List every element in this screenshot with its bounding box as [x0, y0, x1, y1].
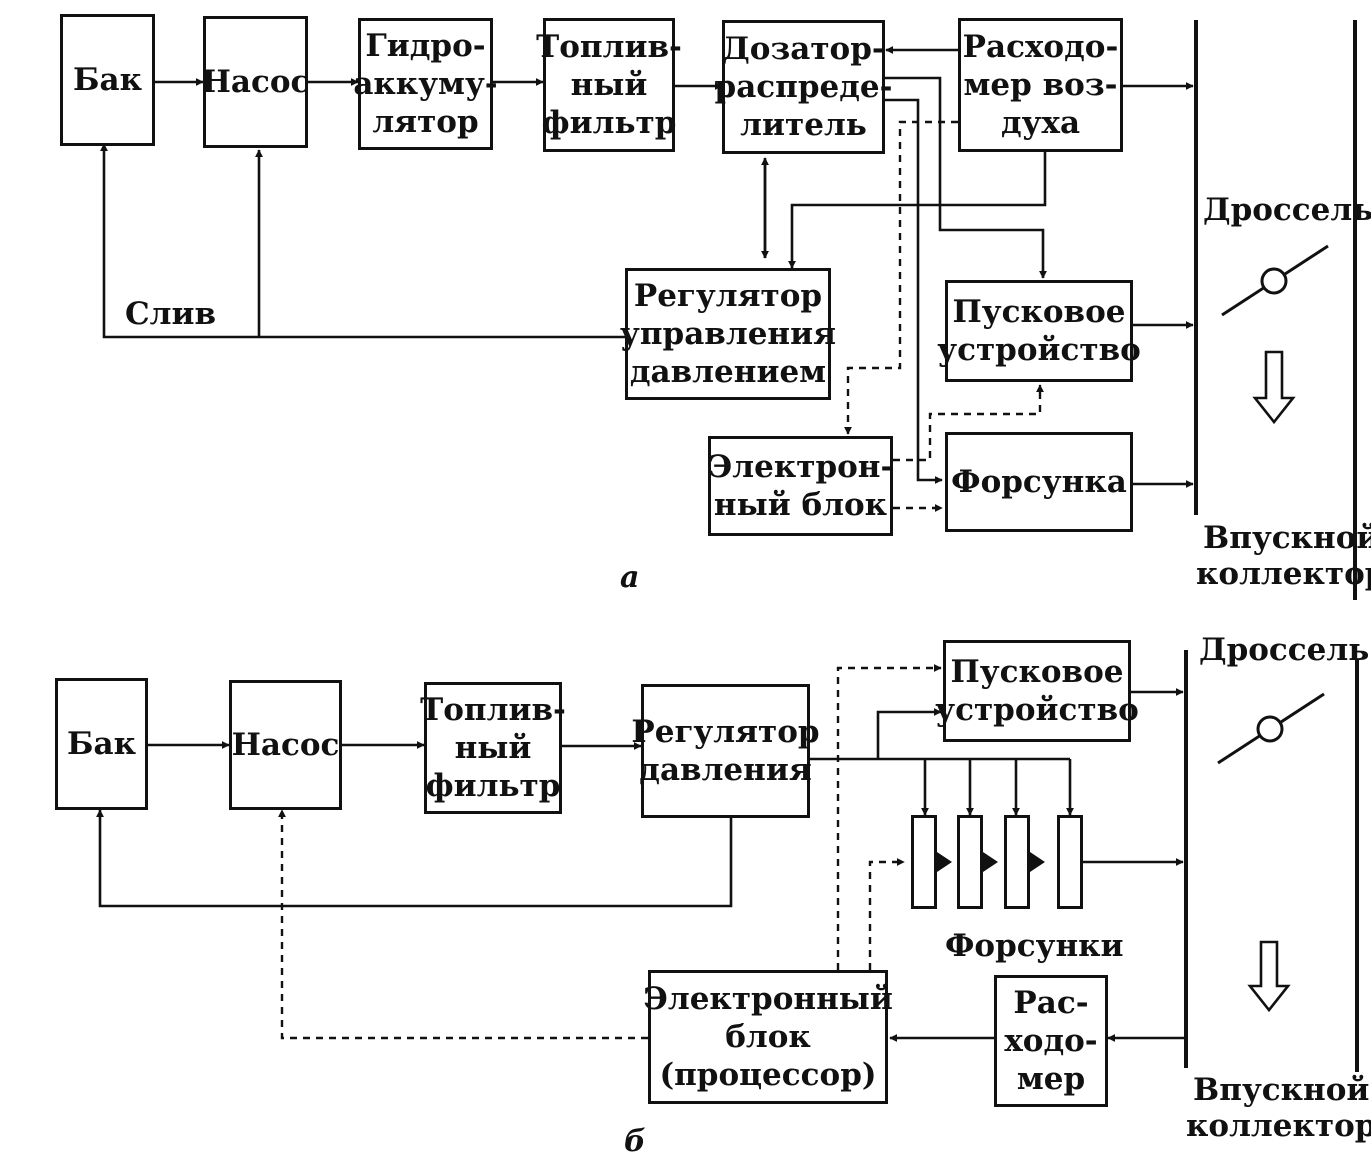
start-device-line-1-b: Пусковое — [950, 654, 1124, 690]
accumulator-line-3: лятор — [372, 104, 479, 140]
flow-meter-line-2: ходо- — [1004, 1023, 1098, 1059]
ecu-line-1-b: Электронный — [643, 981, 893, 1017]
fuel-filter-block-a: Топлив- ный фильтр — [536, 18, 682, 152]
injector-4-b — [1057, 815, 1083, 909]
injectors-label-b: Форсунки — [945, 928, 1124, 964]
start-device-line-2-a: устройство — [937, 332, 1141, 368]
air-flow-meter-block-a: Расходо- мер воз- духа — [958, 18, 1123, 152]
start-device-line-1-a: Пусковое — [952, 294, 1126, 330]
tank-block-a: Бак — [60, 14, 155, 146]
distributor-block-a: Дозатор- распреде- литель — [715, 20, 893, 154]
flow-direction-arrow-b — [1247, 940, 1291, 1013]
meter-to-ecu-signal-a — [844, 120, 958, 435]
throttle-label-b: Дроссель — [1199, 632, 1370, 668]
filter-line-1-b: Топлив- — [420, 692, 566, 728]
flow-meter-line-1: Рас- — [1013, 985, 1089, 1021]
fuel-filter-block-b: Топлив- ный фильтр — [420, 682, 566, 814]
regulator-line-1-a: Регулятор — [633, 278, 823, 314]
distributor-line-3: литель — [740, 107, 867, 143]
distributor-line-2: распреде- — [714, 69, 893, 105]
return-line-b — [96, 809, 733, 908]
accumulator-block-a: Гидро- аккуму- лятор — [353, 18, 498, 150]
ecu-block-a: Электрон- ный блок — [708, 436, 893, 536]
ecu-line-1-a: Электрон- — [707, 449, 894, 485]
intake-manifold-label-b: Впускной коллектор — [1186, 1072, 1371, 1144]
pump-block-b: Насос — [229, 680, 342, 810]
filter-line-1-a: Топлив- — [536, 29, 682, 65]
regulator-line-2-b: давления — [639, 752, 812, 788]
filter-line-3-b: фильтр — [425, 768, 561, 804]
ecu-to-start-signal-a — [893, 384, 1044, 462]
drain-label: Слив — [125, 296, 217, 332]
caption-b: б — [624, 1124, 646, 1159]
pump-label-b: Насос — [231, 727, 340, 763]
distributor-to-start-line-a — [885, 76, 1047, 279]
ecu-line-2-b: блок — [725, 1019, 811, 1055]
air-meter-line-3: духа — [1000, 105, 1081, 141]
accumulator-line-1: Гидро- — [365, 28, 486, 64]
filter-line-3-a: фильтр — [541, 105, 677, 141]
injector-block-a: Форсунка — [945, 432, 1133, 532]
drain-line-a — [100, 143, 625, 339]
rail-to-start-line-b — [876, 708, 942, 759]
filter-line-2-b: ный — [454, 730, 532, 766]
injector-chain-arrows — [937, 852, 1045, 872]
throttle-pivot-a — [1260, 267, 1288, 295]
regulator-line-3-a: давлением — [629, 354, 827, 390]
intake-line-2-b: коллектор — [1186, 1108, 1371, 1144]
tank-label-a: Бак — [73, 62, 142, 98]
intake-line-1-a: Впускной — [1203, 520, 1371, 556]
tank-label-b: Бак — [67, 726, 136, 762]
air-meter-line-2: мер воз- — [963, 67, 1118, 103]
air-meter-line-1: Расходо- — [962, 29, 1119, 65]
start-device-line-2-b: устройство — [935, 692, 1139, 728]
distributor-to-injector-line-a — [885, 98, 943, 484]
ecu-to-pump-signal-b — [278, 809, 648, 1040]
injector-1-b — [911, 815, 937, 909]
intake-line-1-b: Впускной — [1193, 1072, 1370, 1108]
ecu-to-injectors-signal-b — [868, 858, 905, 970]
accumulator-line-2: аккуму- — [353, 66, 498, 102]
ecu-processor-block-b: Электронный блок (процессор) — [643, 970, 893, 1104]
pump-block-a: Насос — [201, 16, 310, 148]
injector-2-b — [957, 815, 983, 909]
start-device-block-a: Пусковое устройство — [937, 280, 1141, 382]
pump-label-a: Насос — [201, 64, 310, 100]
regulator-line-1-b: Регулятор — [631, 714, 820, 750]
intake-manifold-label-a: Впускной коллектор — [1196, 520, 1371, 592]
ecu-line-2-a: ный блок — [713, 487, 888, 523]
caption-a: а — [620, 560, 640, 595]
flow-meter-block-b: Рас- ходо- мер — [994, 975, 1108, 1107]
throttle-label-a: Дроссель — [1203, 192, 1371, 228]
distributor-line-1: Дозатор- — [722, 31, 885, 67]
regulator-line-2-a: управления — [620, 316, 837, 352]
pressure-control-regulator-block-a: Регулятор управления давлением — [620, 268, 836, 400]
flow-meter-line-3: мер — [1016, 1061, 1086, 1097]
injector-3-b — [1004, 815, 1030, 909]
start-device-block-b: Пусковое устройство — [935, 640, 1139, 742]
ecu-to-start-signal-b — [836, 664, 942, 970]
ecu-line-3-b: (процессор) — [659, 1057, 877, 1093]
injector-label-a: Форсунка — [951, 464, 1127, 500]
filter-line-2-a: ный — [570, 67, 648, 103]
tank-block-b: Бак — [55, 678, 148, 810]
intake-line-2-a: коллектор — [1196, 556, 1371, 592]
pressure-regulator-block-b: Регулятор давления — [631, 684, 820, 818]
flow-direction-arrow-a — [1252, 350, 1296, 425]
throttle-pivot-b — [1256, 715, 1284, 743]
